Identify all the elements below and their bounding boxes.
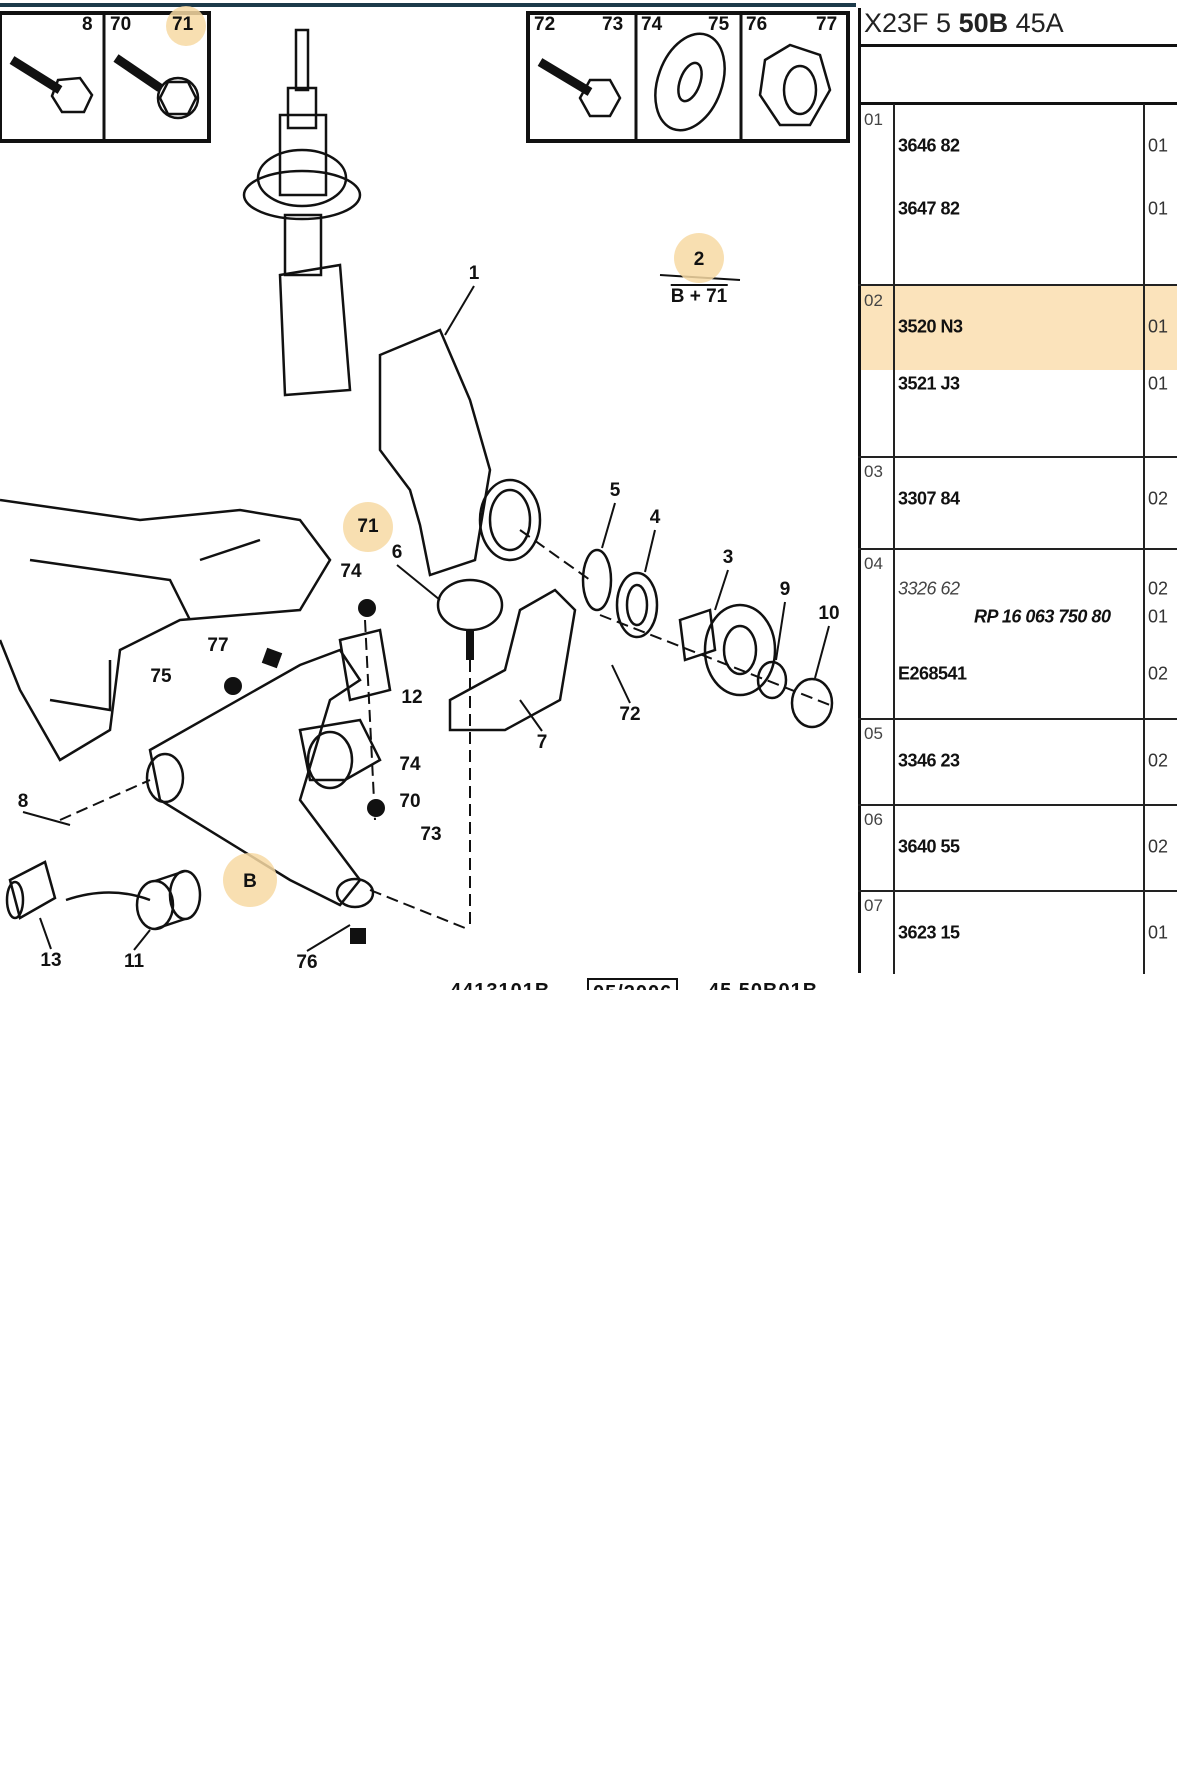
suspension-drawing — [0, 3, 856, 952]
callout-74[interactable]: 74 — [340, 561, 362, 582]
bushing-13 — [5, 860, 57, 920]
callout-13[interactable]: 13 — [40, 950, 62, 971]
fastener-label: 72 — [534, 14, 556, 35]
callout-4[interactable]: 4 — [649, 507, 661, 528]
callout-1[interactable]: 1 — [468, 263, 480, 284]
fastener-label: 73 — [602, 14, 624, 35]
part-qty: 02 — [1148, 663, 1169, 684]
callout-72[interactable]: 72 — [619, 704, 641, 725]
circlip-5 — [581, 548, 613, 612]
part-ref[interactable]: 3521 J3 — [898, 373, 960, 394]
header-prefix: X23F 5 — [864, 8, 959, 38]
part-ref-alternate[interactable]: RP 16 063 750 80 — [974, 606, 1111, 627]
highlight-marker — [343, 502, 393, 552]
callout-76[interactable]: 76 — [296, 952, 318, 973]
part-ref[interactable]: 3647 82 — [898, 198, 960, 219]
subframe — [0, 498, 332, 762]
callout-10[interactable]: 10 — [818, 603, 840, 624]
part-qty: 01 — [1148, 606, 1169, 627]
exploded-parts-diagram: 8 70 71 72 73 74 75 76 77 1 2 B + 71 5 4… — [0, 0, 856, 990]
row-index: 06 — [864, 810, 883, 829]
header-suffix: 45A — [1008, 8, 1064, 38]
callout-73[interactable]: 73 — [420, 824, 442, 845]
callout-6[interactable]: 6 — [391, 542, 403, 563]
shock-absorber — [242, 28, 362, 397]
nut-icon — [758, 43, 832, 127]
row-index: 07 — [864, 896, 883, 915]
diagram-code: 45 50B01B — [708, 978, 818, 990]
callout-77[interactable]: 77 — [207, 635, 229, 656]
fastener-label: 70 — [110, 14, 132, 35]
callout-9[interactable]: 9 — [779, 579, 791, 600]
parts-table: X23F 5 50B 45A 01 3646 82 01 3647 82 01 … — [858, 0, 1180, 990]
fastener-label: 74 — [641, 14, 663, 35]
hub-nut-9 — [756, 660, 788, 700]
callout-11[interactable]: 11 — [123, 951, 145, 972]
bolt-icon — [537, 58, 622, 118]
part-ref[interactable]: E268541 — [898, 663, 967, 684]
part-qty: 01 — [1148, 135, 1169, 156]
bearing-4 — [615, 571, 659, 639]
row-index: 05 — [864, 724, 883, 743]
callout-2[interactable]: 2 — [693, 249, 705, 270]
hub-cap-10 — [790, 677, 834, 729]
highlight-marker — [223, 853, 277, 907]
row-highlight — [861, 285, 1177, 370]
row-index: 02 — [864, 291, 883, 310]
callout-7[interactable]: 7 — [536, 732, 548, 753]
bolt-icon — [9, 56, 94, 114]
callout-74[interactable]: 74 — [399, 754, 421, 775]
part-qty: 02 — [1148, 836, 1169, 857]
highlight-marker — [674, 233, 724, 283]
part-ref[interactable]: 3346 23 — [898, 750, 960, 771]
callout-3[interactable]: 3 — [722, 547, 734, 568]
row-index: 03 — [864, 462, 883, 481]
part-ref[interactable]: 3646 82 — [898, 135, 960, 156]
part-qty: 02 — [1148, 488, 1169, 509]
hub-3 — [678, 603, 777, 697]
part-qty: 02 — [1148, 750, 1169, 771]
dust-shield-7 — [448, 588, 577, 732]
row-index: 01 — [864, 110, 883, 129]
part-ref[interactable]: 3640 55 — [898, 836, 960, 857]
fastener-label: 8 — [82, 14, 93, 35]
steering-knuckle — [378, 328, 542, 577]
diagram-reference: 4413101B — [450, 978, 550, 990]
callout-71[interactable]: 71 — [357, 516, 379, 537]
header-bold: 50B — [958, 8, 1009, 38]
fastener-label: 75 — [708, 14, 730, 35]
fastener-box-right — [526, 11, 850, 143]
fastener-label: 77 — [816, 14, 838, 35]
ball-joint — [436, 578, 504, 660]
fastener-label: 76 — [746, 14, 768, 35]
part-qty: 01 — [1148, 316, 1169, 337]
callout-B[interactable]: B — [243, 871, 257, 892]
part-qty: 01 — [1148, 198, 1169, 219]
callout-5[interactable]: 5 — [609, 480, 621, 501]
part-ref-highlighted[interactable]: 3520 N3 — [898, 316, 963, 337]
callout-12[interactable]: 12 — [401, 687, 423, 708]
part-ref-superseded[interactable]: 3326 62 — [898, 578, 960, 599]
part-qty: 02 — [1148, 578, 1169, 599]
bushing-11 — [135, 869, 202, 931]
flange-bolt-icon — [113, 54, 200, 120]
fastener-label-highlighted: 71 — [172, 14, 194, 35]
part-ref[interactable]: 3623 15 — [898, 922, 960, 943]
diagram-date: 05/2006 — [587, 978, 679, 990]
part-ref[interactable]: 3307 84 — [898, 488, 960, 509]
table-header: X23F 5 50B 45A — [864, 8, 1064, 39]
callout-2-composition: B + 71 — [670, 284, 728, 307]
washer-icon — [654, 32, 726, 132]
callout-75[interactable]: 75 — [150, 666, 172, 687]
part-qty: 01 — [1148, 922, 1169, 943]
callout-70[interactable]: 70 — [399, 791, 421, 812]
row-index: 04 — [864, 554, 883, 573]
callout-8[interactable]: 8 — [17, 791, 29, 812]
part-qty: 01 — [1148, 373, 1169, 394]
highlight-marker — [166, 6, 206, 46]
